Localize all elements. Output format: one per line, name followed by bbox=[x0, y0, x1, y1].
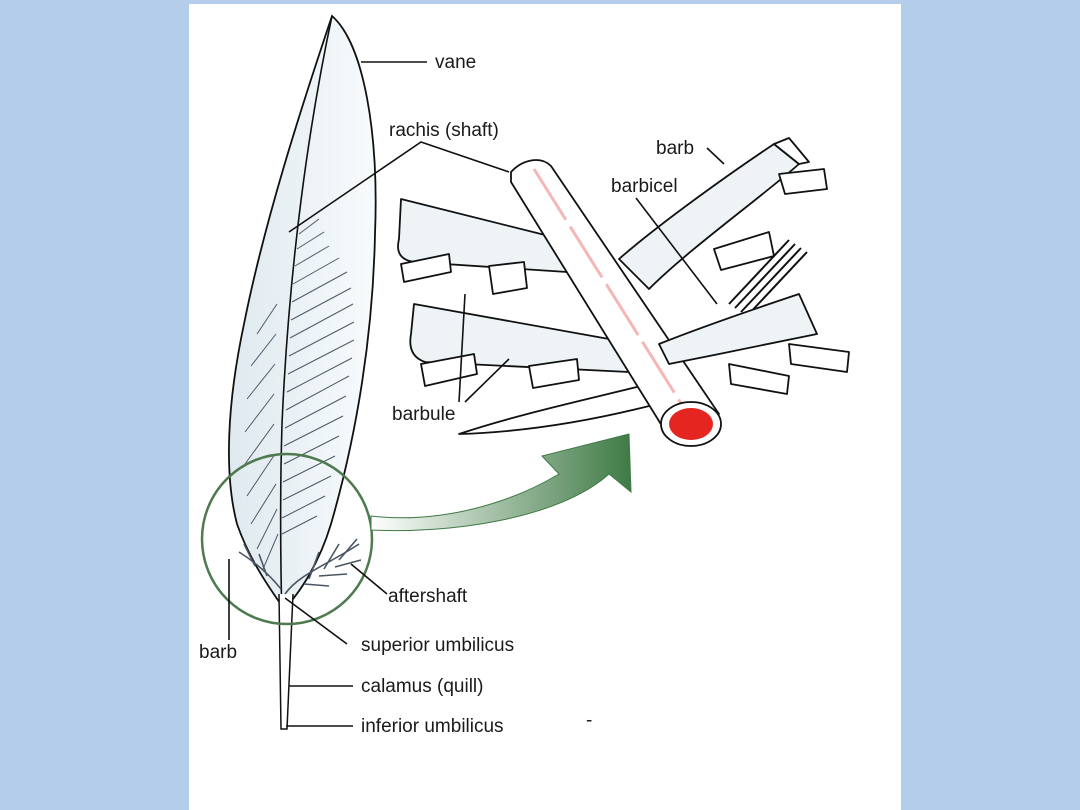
feather bbox=[200, 14, 377, 730]
barbicel-hooks bbox=[728, 239, 808, 317]
label-aftershaft: aftershaft bbox=[388, 586, 468, 607]
barbule-left-1 bbox=[400, 253, 452, 283]
barb-pointed bbox=[458, 383, 658, 435]
magnify-arrow bbox=[370, 433, 632, 532]
barbule-right-3 bbox=[788, 343, 850, 373]
feather-calamus bbox=[278, 593, 294, 730]
label-barbule: barbule bbox=[392, 404, 455, 425]
leader-superior-umbilicus bbox=[284, 597, 348, 645]
barbule-left-2 bbox=[488, 261, 528, 295]
label-barb-feather: barb bbox=[199, 642, 237, 663]
barbule-left-3 bbox=[420, 353, 478, 387]
rachis-stripe bbox=[532, 168, 696, 425]
magnified-barb-structure bbox=[397, 137, 850, 447]
leader-lines bbox=[228, 61, 725, 727]
label-calamus: calamus (quill) bbox=[361, 676, 483, 697]
label-barbicel: barbicel bbox=[611, 176, 678, 197]
label-vane: vane bbox=[435, 52, 476, 73]
label-superior-umbilicus: superior umbilicus bbox=[361, 635, 514, 656]
diagram-panel: vane rachis (shaft) barb barbicel barbul… bbox=[189, 4, 901, 810]
rachis-core bbox=[669, 408, 713, 440]
leader-barbule bbox=[458, 293, 510, 403]
stray-mark: - bbox=[586, 710, 592, 731]
feather-barb-strokes bbox=[244, 218, 355, 570]
feather-diagram: vane rachis (shaft) barb barbicel barbul… bbox=[199, 14, 850, 737]
barbule-right-4 bbox=[728, 363, 790, 395]
leader-barbicel bbox=[635, 197, 718, 305]
feather-vane-outline bbox=[228, 14, 377, 611]
label-barb-detail: barb bbox=[656, 138, 694, 159]
label-rachis: rachis (shaft) bbox=[389, 120, 499, 141]
label-inferior-umbilicus: inferior umbilicus bbox=[361, 716, 504, 737]
barbule-left-4 bbox=[528, 358, 580, 389]
barb-lower-right bbox=[658, 293, 818, 365]
leader-aftershaft bbox=[350, 563, 388, 595]
leader-barb-detail bbox=[706, 147, 725, 165]
barbule-right-1 bbox=[778, 168, 828, 195]
magnify-circle bbox=[200, 452, 374, 626]
aftershaft-plume bbox=[238, 538, 362, 595]
leader-rachis bbox=[288, 141, 510, 233]
barb-tip-upper-right bbox=[773, 137, 810, 165]
